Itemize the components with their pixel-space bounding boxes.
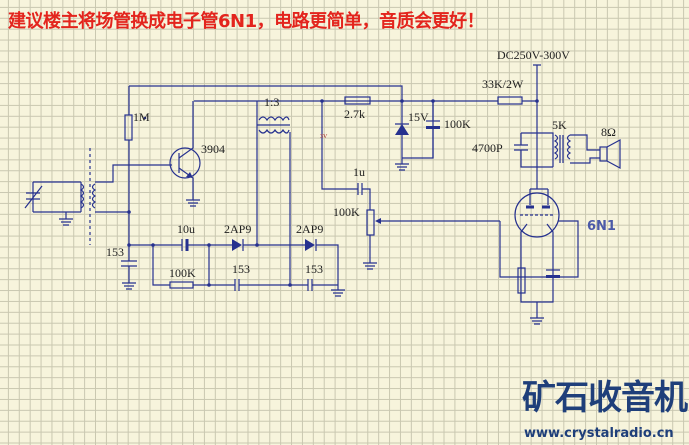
label-supply: DC250V-300V [497,48,570,62]
label-c10u: 10u [177,222,195,236]
label-diode2: 2AP9 [296,222,323,236]
logo-text: 矿石收音机 [522,378,688,418]
label-tube: 6N1 [587,219,616,234]
label-speaker: 8Ω [601,125,616,139]
bias-network [121,86,147,290]
antenna-coil [24,148,172,245]
speaker-icon [599,146,608,162]
supply-rail [129,64,541,133]
logo-url: www.crystalradio.cn [524,426,674,441]
label-transistor: 3904 [201,142,225,156]
label-r33k: 33K/2W [482,77,524,91]
page-title: 建议楼主将场管换成电子管6N1，电路更简单，音质会更好！ [8,11,485,32]
label-c153b: 153 [232,262,250,276]
label-r5k: 5K [552,118,567,132]
label-r2k7: 2.7k [344,107,365,121]
transistor-3904 [169,101,201,207]
output-transformer [514,132,621,170]
label-zener: 15V [408,110,429,124]
detector [129,239,345,297]
label-diode1: 2AP9 [224,222,251,236]
resistor-33k [497,96,523,105]
label-c100k: 100K [444,117,471,131]
label-bias-v: 3V [320,134,328,140]
transformer-1-3 [256,101,291,285]
label-pot: 100K [333,205,360,219]
label-transformer: 1:3 [264,95,279,109]
label-r1m: 1M [133,110,150,124]
volume-pot [321,101,500,270]
resistor-100k [169,281,194,289]
zener-regulator [395,101,440,171]
tube-6n1 [499,133,579,325]
resistor-1m [124,114,133,141]
label-r100k: 100K [169,266,196,280]
resistor-2k7 [344,96,371,105]
label-c153a: 153 [106,245,124,259]
label-c4700p: 4700P [472,141,503,155]
label-c1u: 1u [353,165,365,179]
label-c153c: 153 [305,262,323,276]
